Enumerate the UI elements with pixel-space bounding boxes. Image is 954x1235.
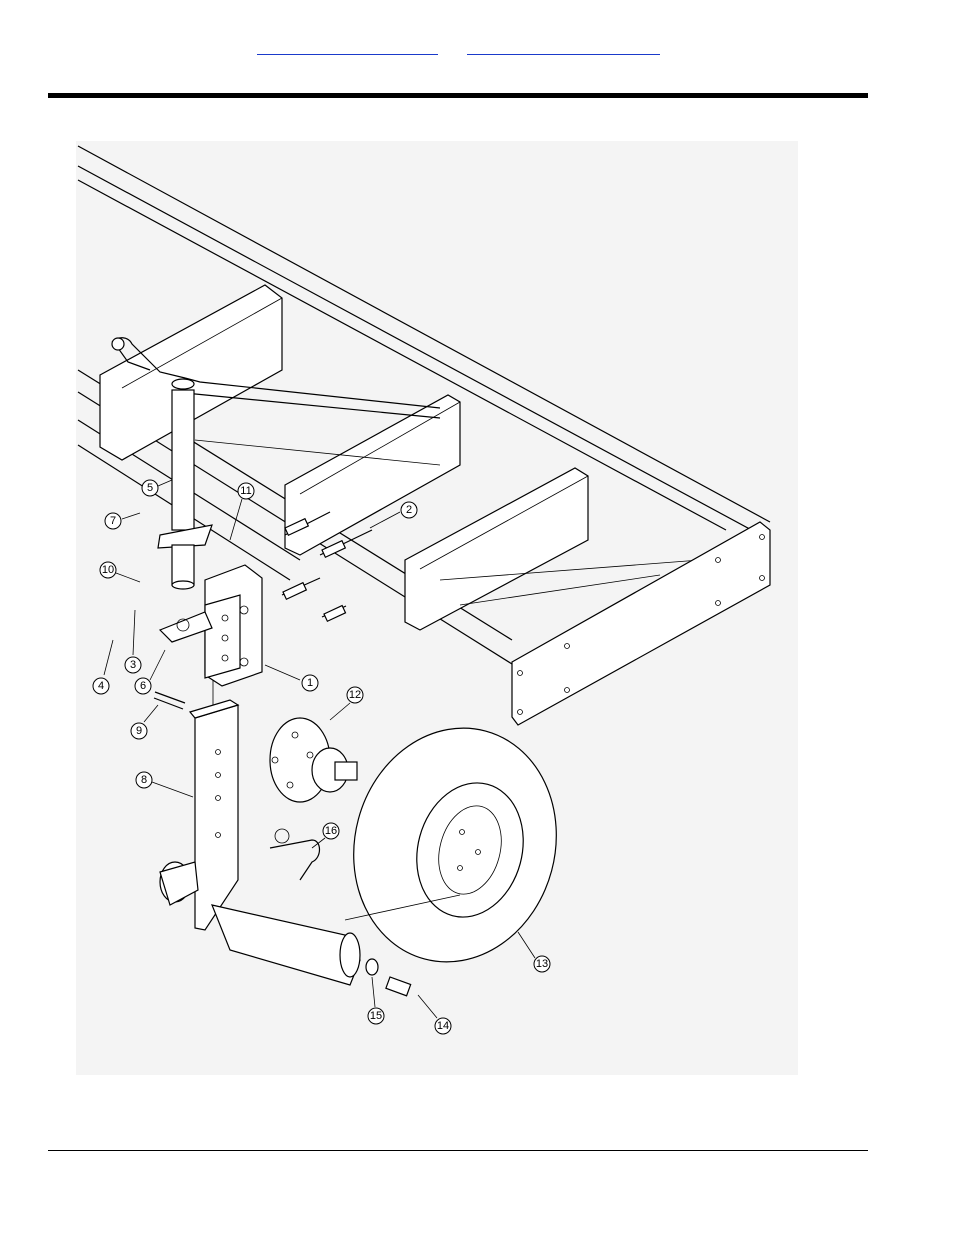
svg-text:16: 16	[325, 825, 337, 837]
svg-text:6: 6	[140, 680, 146, 692]
spindle	[160, 862, 360, 985]
svg-text:8: 8	[141, 774, 147, 786]
svg-text:1: 1	[307, 677, 313, 689]
callout-12: 12	[330, 687, 363, 720]
hub	[270, 718, 357, 802]
svg-text:11: 11	[240, 485, 251, 497]
svg-text:4: 4	[98, 680, 104, 692]
caster-leg	[190, 680, 238, 930]
callout-8: 8	[136, 772, 193, 797]
svg-text:2: 2	[406, 504, 412, 516]
svg-text:7: 7	[110, 515, 116, 527]
callout-11: 11	[230, 483, 254, 540]
wheel	[328, 705, 582, 985]
callout-7: 7	[105, 513, 140, 529]
callout-10: 10	[100, 562, 140, 582]
callout-3: 3	[125, 610, 141, 673]
hitch-pin	[270, 829, 320, 880]
callout-4: 4	[93, 640, 113, 694]
svg-text:14: 14	[437, 1020, 449, 1032]
svg-text:5: 5	[147, 482, 153, 494]
callout-16: 16	[312, 823, 339, 848]
svg-text:13: 13	[536, 958, 548, 970]
bottom-divider	[48, 1150, 868, 1151]
callout-6: 6	[135, 650, 165, 694]
callout-14: 14	[418, 995, 451, 1034]
callout-5: 5	[142, 480, 172, 496]
bolt-and-washer	[366, 959, 411, 996]
callout-9: 9	[131, 705, 158, 739]
pin	[154, 692, 185, 709]
callout-15: 15	[368, 977, 384, 1024]
svg-text:3: 3	[130, 659, 136, 671]
svg-text:10: 10	[102, 564, 114, 576]
svg-text:9: 9	[136, 725, 142, 737]
callout-1: 1	[265, 665, 318, 691]
svg-text:15: 15	[370, 1010, 382, 1022]
svg-text:12: 12	[349, 689, 361, 701]
